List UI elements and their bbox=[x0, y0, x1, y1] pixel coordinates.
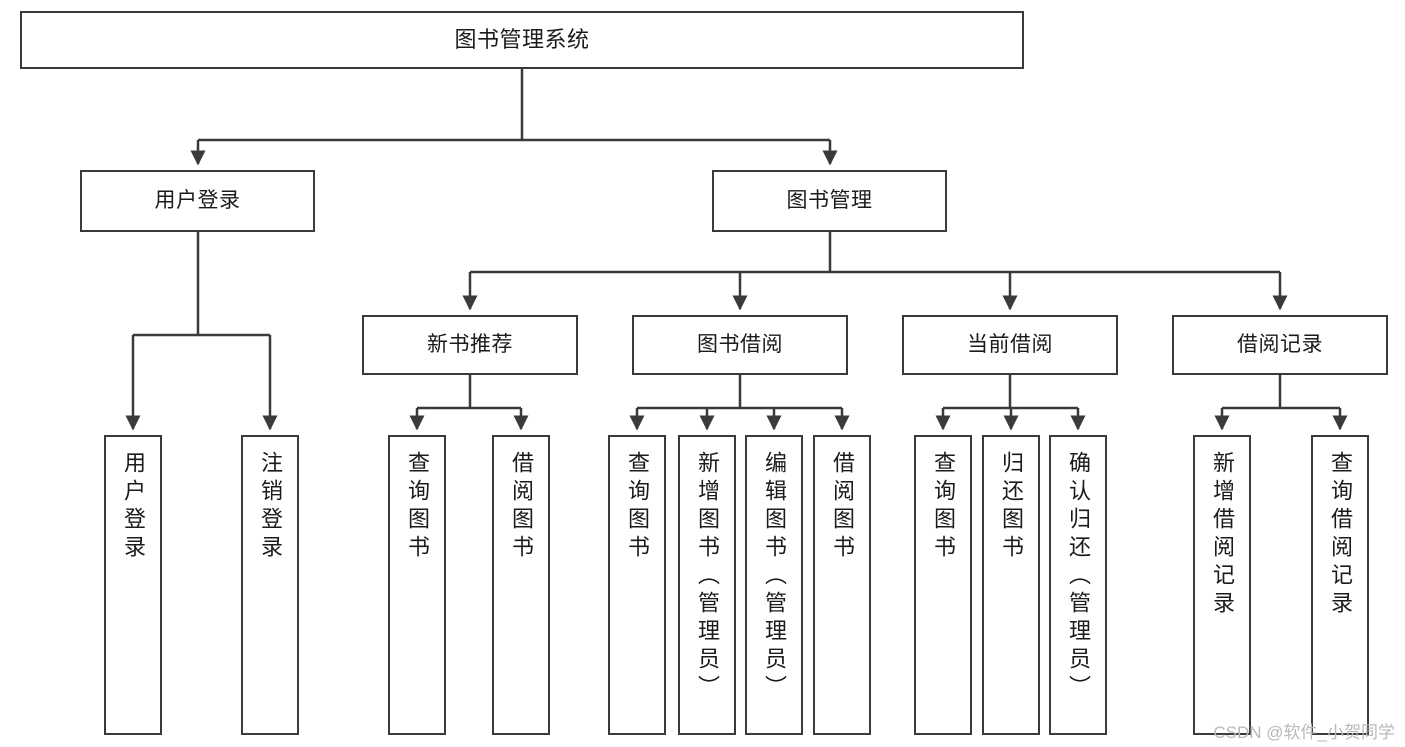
leaf-label: 编辑图书（管理员） bbox=[762, 451, 787, 703]
leaf-book-borrow-edit[interactable]: 编辑图书（管理员） bbox=[745, 435, 803, 735]
leaf-label: 查询借阅记录 bbox=[1328, 451, 1353, 619]
node-current-borrow[interactable]: 当前借阅 bbox=[902, 315, 1118, 375]
node-borrow-record[interactable]: 借阅记录 bbox=[1172, 315, 1388, 375]
node-book-management[interactable]: 图书管理 bbox=[712, 170, 947, 232]
leaf-label: 借阅图书 bbox=[509, 451, 534, 563]
leaf-book-borrow-borrow[interactable]: 借阅图书 bbox=[813, 435, 871, 735]
leaf-label: 查询图书 bbox=[931, 451, 956, 563]
leaf-current-borrow-confirm-return[interactable]: 确认归还（管理员） bbox=[1049, 435, 1107, 735]
leaf-label: 注销登录 bbox=[258, 451, 283, 563]
leaf-new-book-borrow[interactable]: 借阅图书 bbox=[492, 435, 550, 735]
leaf-book-borrow-add[interactable]: 新增图书（管理员） bbox=[678, 435, 736, 735]
node-user-login[interactable]: 用户登录 bbox=[80, 170, 315, 232]
node-current-borrow-label: 当前借阅 bbox=[967, 332, 1053, 356]
leaf-new-book-query[interactable]: 查询图书 bbox=[388, 435, 446, 735]
leaf-label: 查询图书 bbox=[625, 451, 650, 563]
node-book-borrow-label: 图书借阅 bbox=[697, 332, 783, 356]
leaf-current-borrow-return[interactable]: 归还图书 bbox=[982, 435, 1040, 735]
node-root[interactable]: 图书管理系统 bbox=[20, 11, 1024, 69]
node-new-book-recommend[interactable]: 新书推荐 bbox=[362, 315, 578, 375]
leaf-label: 查询图书 bbox=[405, 451, 430, 563]
csdn-watermark: CSDN @软件_小贺同学 bbox=[1213, 723, 1395, 742]
leaf-book-borrow-query[interactable]: 查询图书 bbox=[608, 435, 666, 735]
leaf-label: 确认归还（管理员） bbox=[1066, 451, 1091, 703]
node-borrow-record-label: 借阅记录 bbox=[1237, 332, 1323, 356]
leaf-label: 借阅图书 bbox=[830, 451, 855, 563]
leaf-label: 新增图书（管理员） bbox=[695, 451, 720, 703]
leaf-current-borrow-query[interactable]: 查询图书 bbox=[914, 435, 972, 735]
leaf-borrow-record-add[interactable]: 新增借阅记录 bbox=[1193, 435, 1251, 735]
leaf-label: 新增借阅记录 bbox=[1210, 451, 1235, 619]
leaf-user-login-logout[interactable]: 注销登录 bbox=[241, 435, 299, 735]
node-book-management-label: 图书管理 bbox=[786, 188, 873, 212]
leaf-borrow-record-query[interactable]: 查询借阅记录 bbox=[1311, 435, 1369, 735]
leaf-label: 用户登录 bbox=[121, 451, 146, 563]
leaf-user-login-login[interactable]: 用户登录 bbox=[104, 435, 162, 735]
node-user-login-label: 用户登录 bbox=[154, 188, 241, 212]
node-book-borrow[interactable]: 图书借阅 bbox=[632, 315, 848, 375]
leaf-label: 归还图书 bbox=[999, 451, 1024, 563]
node-root-label: 图书管理系统 bbox=[454, 27, 590, 53]
node-new-book-recommend-label: 新书推荐 bbox=[427, 332, 513, 356]
